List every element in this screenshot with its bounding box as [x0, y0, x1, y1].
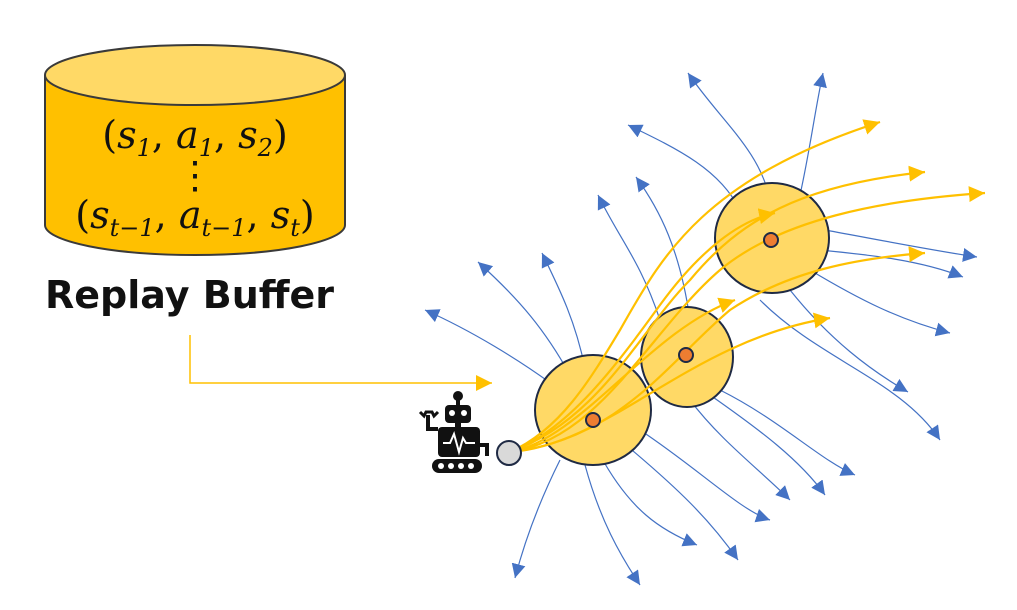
- state-centers: [585, 232, 779, 428]
- explore-arrow: [799, 72, 827, 196]
- explore-arrow: [819, 249, 964, 279]
- explore-arrow: [599, 454, 698, 547]
- trajectory-arrow: [509, 165, 926, 454]
- trajectory-arrow: [509, 208, 776, 454]
- explore-arrow: [759, 299, 941, 441]
- explore-arrow: [424, 309, 561, 391]
- buffer-to-agent-arrow: [189, 335, 492, 391]
- explore-arrow: [687, 72, 771, 201]
- transition-ellipsis: ⋮: [176, 153, 214, 197]
- explore-arrow: [639, 429, 771, 523]
- trajectory-arrows: [509, 119, 986, 454]
- explore-arrow: [619, 439, 739, 561]
- trajectory-arrow: [509, 119, 881, 454]
- cylinder-top: [44, 44, 346, 106]
- explore-arrow: [584, 464, 641, 586]
- explore-arrow: [809, 269, 951, 337]
- explore-arrow: [511, 459, 561, 579]
- trajectory-arrow: [509, 312, 831, 454]
- explore-arrow: [709, 394, 826, 496]
- cylinder-body: [44, 75, 346, 256]
- explore-arrow: [689, 399, 791, 501]
- state-center-2: [678, 347, 694, 363]
- transition-last: (st−1, at−1, st): [75, 193, 314, 242]
- trajectory-arrow: [509, 297, 736, 454]
- explore-arrow: [627, 124, 741, 211]
- explore-arrow: [541, 252, 586, 369]
- transition-first: (s1, a1, s2): [102, 113, 288, 162]
- state-center-1: [585, 412, 601, 428]
- replay-buffer-cylinder: [44, 44, 346, 256]
- robot-icon: [418, 391, 489, 473]
- state-regions: [534, 182, 830, 466]
- explore-arrow: [789, 289, 909, 393]
- explore-arrow: [824, 229, 978, 262]
- start-node: [496, 440, 522, 466]
- trajectory-arrow: [509, 186, 986, 454]
- explore-arrow: [719, 389, 856, 476]
- state-center-3: [763, 232, 779, 248]
- replay-buffer-label: Replay Buffer: [45, 273, 334, 317]
- explore-arrow: [635, 176, 691, 321]
- explore-arrow: [477, 261, 571, 376]
- explore-arrow: [597, 194, 661, 321]
